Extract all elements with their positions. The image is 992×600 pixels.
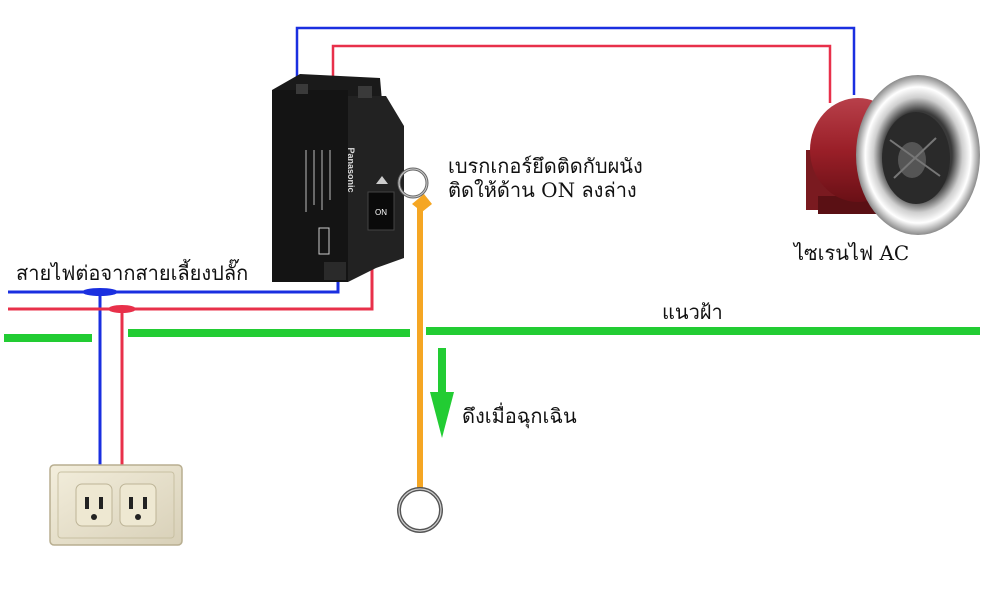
breaker-body [272, 90, 348, 282]
live-wire [8, 44, 832, 465]
ceiling-label: แนวฝ้า [662, 300, 723, 324]
neutral-wire-siren [295, 26, 856, 95]
live-splice [108, 305, 136, 313]
breaker-note: เบรกเกอร์ยึดติดกับผนัง ติดให้ด้าน ON ลงล… [448, 154, 643, 202]
siren [806, 75, 980, 235]
neutral-wire [8, 26, 856, 465]
breaker-brand: Panasonic [346, 147, 356, 192]
wall-outlet [49, 464, 183, 546]
breaker-print [305, 150, 331, 212]
outlet-socket-left [75, 483, 113, 527]
pull-label: ดึงเมื่อฉุกเฉิน [462, 404, 577, 428]
neutral-splice [82, 288, 118, 296]
siren-label: ไซเรนไฟ AC [794, 241, 910, 265]
breaker-switch [367, 191, 395, 231]
pull-cord-clip [412, 194, 432, 212]
breaker-arrow [376, 176, 388, 184]
outlet-socket-right [119, 483, 157, 527]
breaker-note-line2: ติดให้ด้าน ON ลงล่าง [448, 178, 637, 202]
breaker: ON Panasonic [272, 74, 404, 282]
breaker-switch-label: ON [375, 208, 387, 217]
pull-cord [397, 167, 443, 533]
cable-source-label: สายไฟต่อจากสายเลี้ยงปลั๊ก [16, 261, 249, 285]
outlet-plate [49, 464, 183, 546]
breaker-note-line1: เบรกเกอร์ยึดติดกับผนัง [448, 154, 643, 178]
pull-direction-arrow-icon [430, 348, 454, 438]
live-wire-siren [331, 44, 832, 103]
breaker-side [348, 96, 404, 282]
ceiling-line [4, 327, 980, 342]
